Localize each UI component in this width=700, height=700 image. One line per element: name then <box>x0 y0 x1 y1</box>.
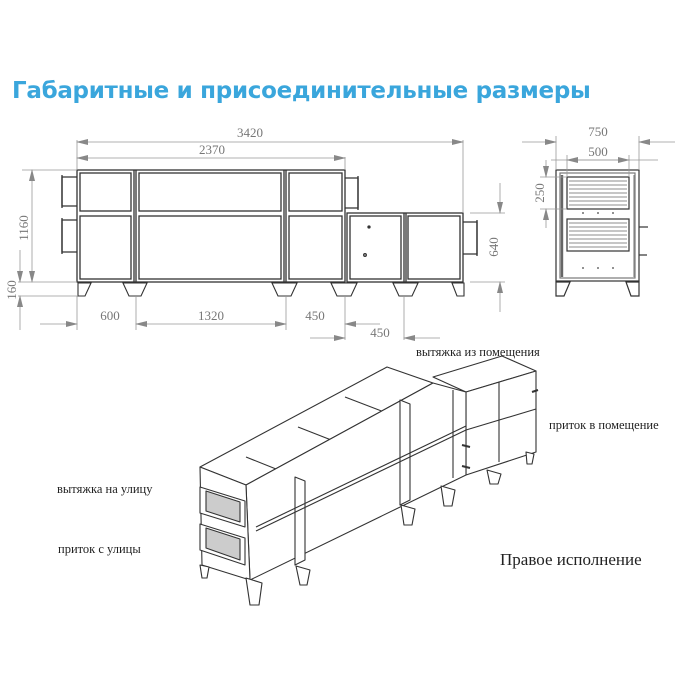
dim-upper-length: 2370 <box>199 142 225 157</box>
label-supply-to-room: приток в помещение <box>549 418 659 432</box>
label-exhaust-to-street: вытяжка на улицу <box>57 482 153 496</box>
dim-section-2: 1320 <box>198 308 224 323</box>
dim-leg-height: 160 <box>4 280 19 300</box>
isometric-view <box>199 355 539 606</box>
dim-width: 750 <box>588 124 608 139</box>
dim-section-3: 450 <box>305 308 325 323</box>
dim-height-lower-section: 640 <box>486 237 501 257</box>
dim-section-1: 600 <box>100 308 120 323</box>
dim-section-4: 450 <box>370 325 390 340</box>
front-view <box>61 169 478 297</box>
caption-right-version: Правое исполнение <box>500 550 642 569</box>
dim-inner-width: 500 <box>588 144 608 159</box>
dim-overall-length: 3420 <box>237 125 263 140</box>
page-title: Габаритные и присоединительные размеры <box>12 78 591 104</box>
label-exhaust-from-room: вытяжка из помещения <box>416 345 540 359</box>
dim-opening-height: 250 <box>532 183 547 203</box>
side-view-dimensions <box>522 136 675 228</box>
dim-height-main: 1160 <box>16 215 31 241</box>
label-supply-from-street: приток с улицы <box>58 542 141 556</box>
front-view-dimensions <box>17 139 505 341</box>
side-view <box>555 169 648 297</box>
